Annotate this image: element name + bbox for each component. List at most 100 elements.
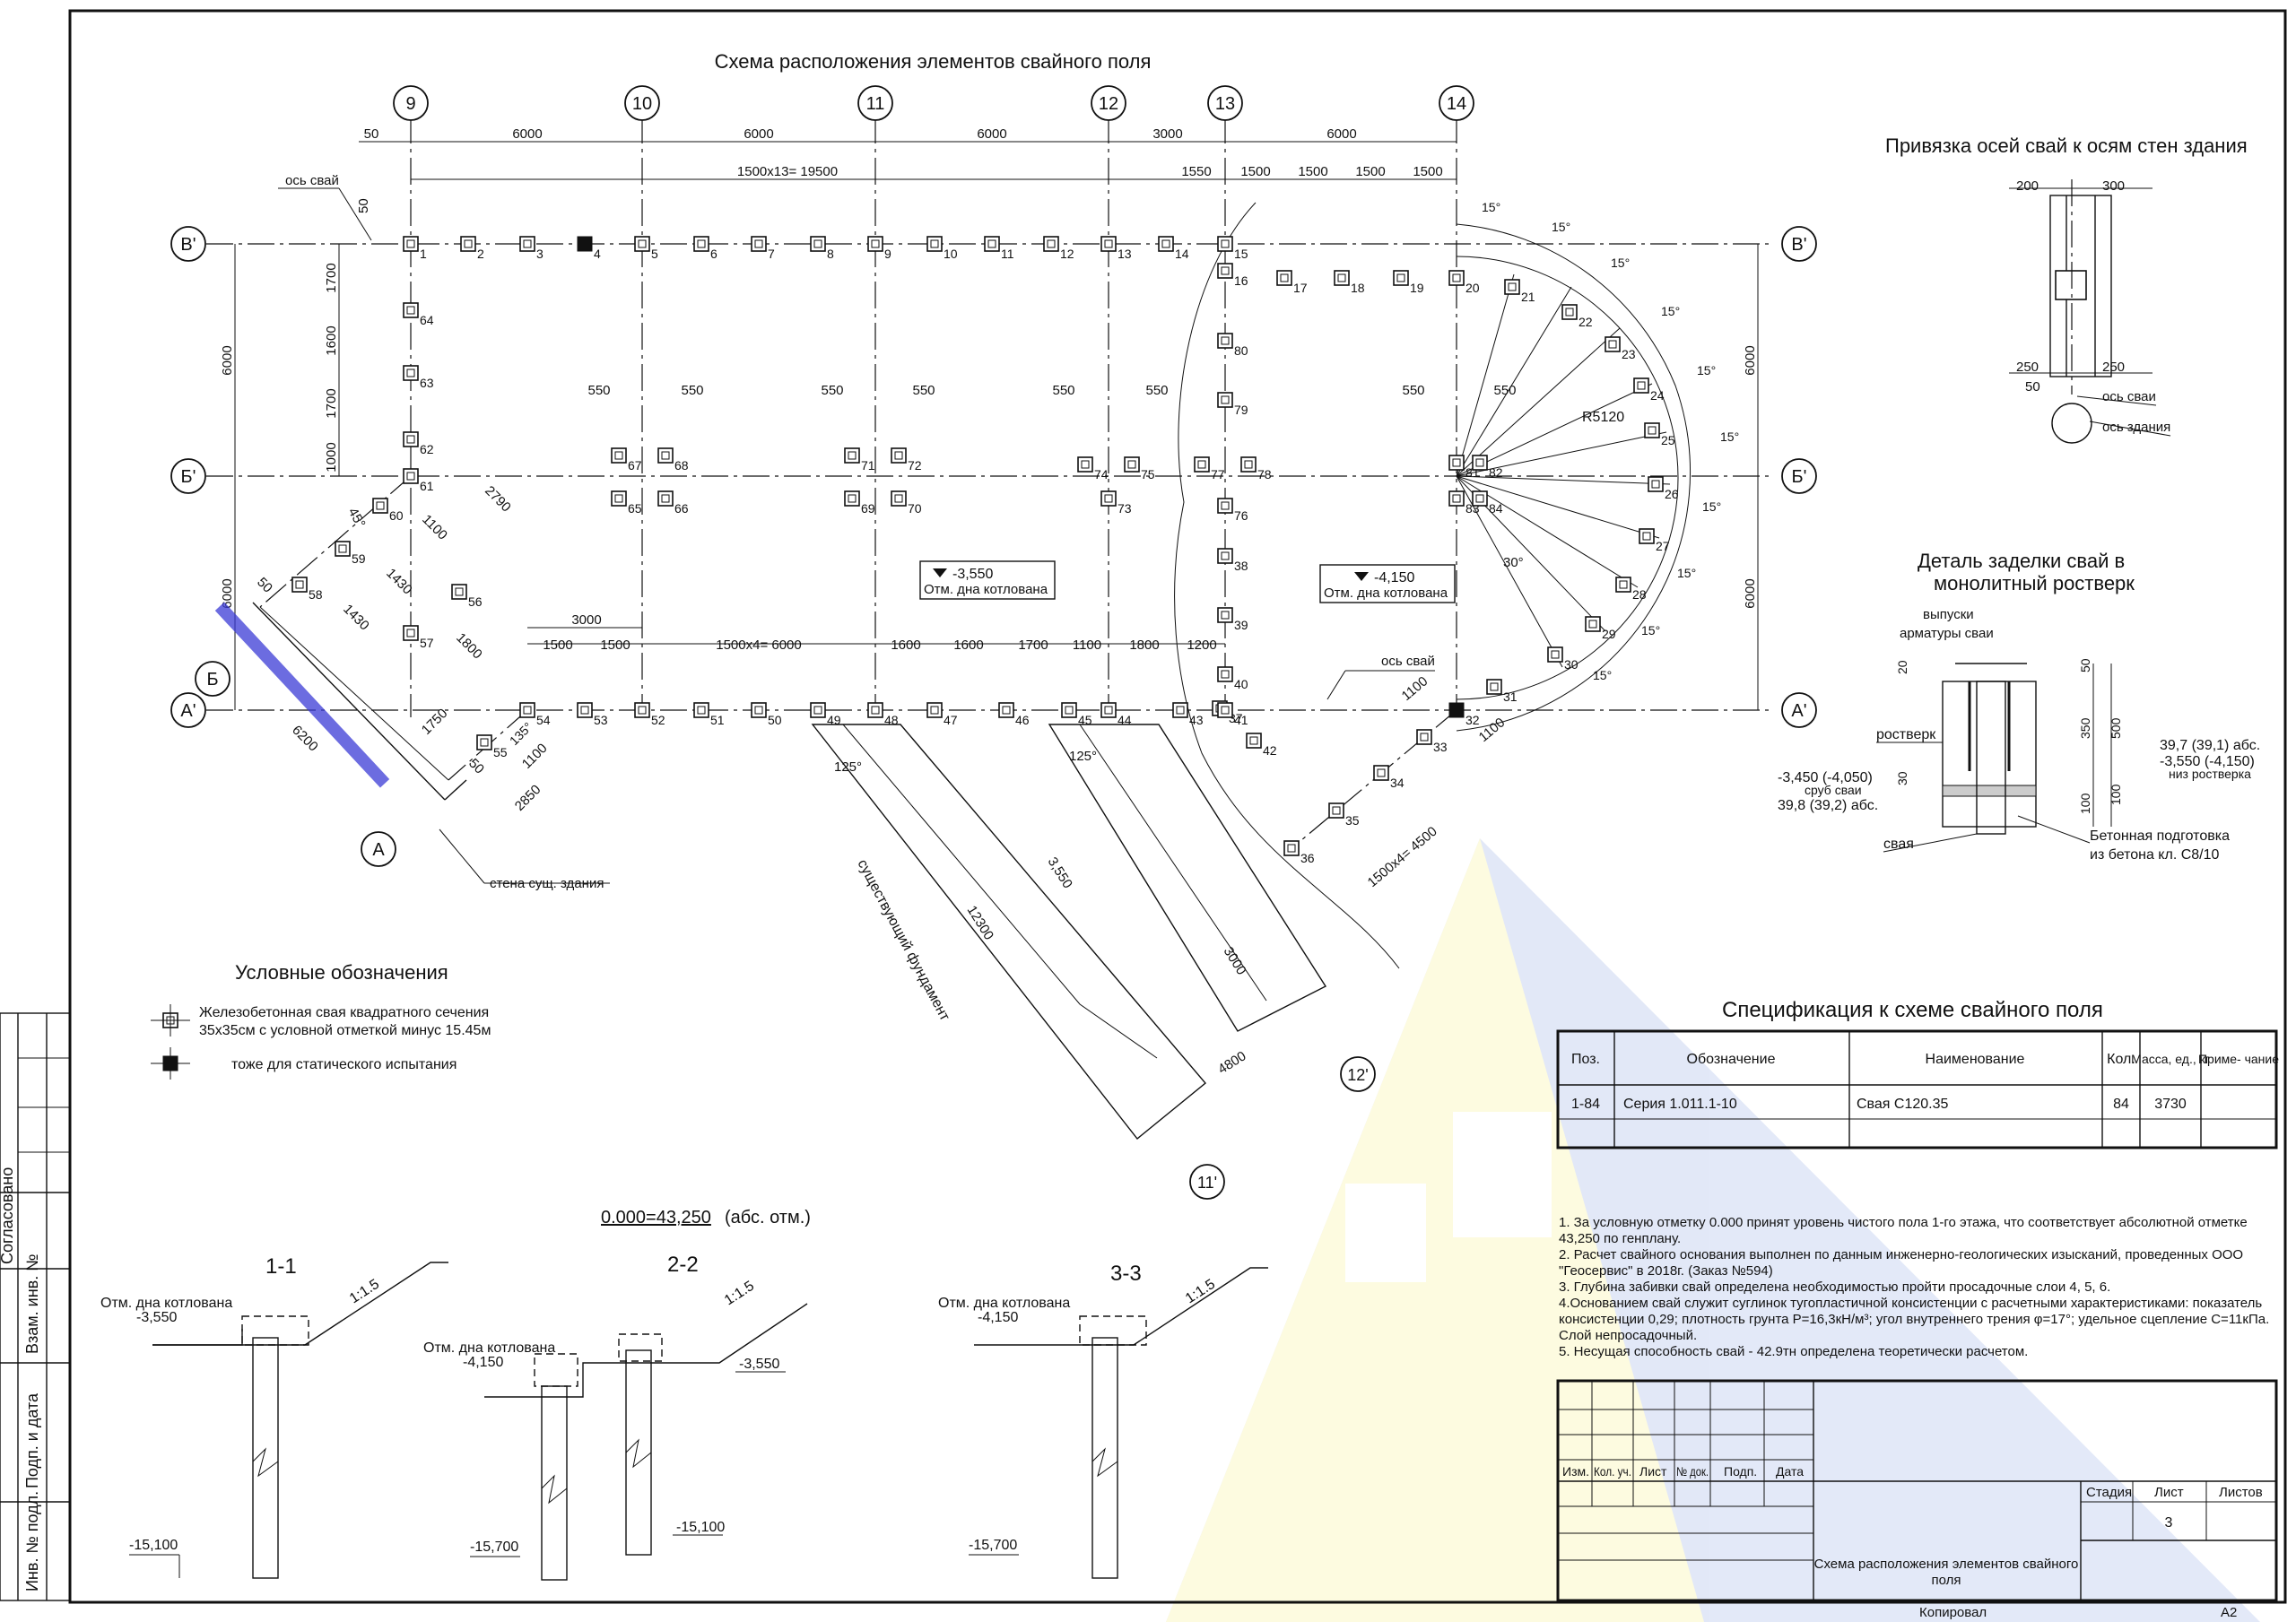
- pile-core-65: [614, 494, 623, 503]
- pile-61: [403, 468, 419, 484]
- pile-number-82: 82: [1489, 465, 1503, 480]
- plan-mark-2-value: -4,150: [1374, 570, 1414, 585]
- pile-number-56: 56: [468, 594, 483, 609]
- tb-data: Дата: [1776, 1464, 1804, 1479]
- pile-number-80: 80: [1234, 343, 1248, 358]
- tb-format: А2: [2221, 1605, 2237, 1620]
- legend-item-1b: 35x35см с условной отметкой минус 15.45м: [199, 1023, 491, 1038]
- tb-ndok: № док.: [1676, 1464, 1709, 1479]
- pile-number-64: 64: [420, 313, 434, 327]
- pile-84: [1472, 490, 1488, 507]
- pile-number-42: 42: [1263, 743, 1277, 758]
- pile-core-31: [1490, 682, 1499, 691]
- pile-core-11: [987, 239, 996, 248]
- arc-15-e: 15°: [1697, 363, 1716, 377]
- pile-core-83: [1452, 494, 1461, 503]
- dim-right-1: 6000: [1743, 345, 1758, 375]
- pile-24: [1633, 377, 1649, 394]
- note-3: "Геосервис" в 2018г. (Заказ №594): [1559, 1263, 1773, 1279]
- pile-core-44: [1104, 706, 1113, 715]
- note-1: 43,250 по генплану.: [1559, 1231, 1681, 1246]
- s1-slope: 1:1.5: [347, 1277, 382, 1307]
- binding-detail: Привязка осей свай к осям стен здания 20…: [1885, 134, 2248, 444]
- pile-core-40: [1221, 670, 1230, 679]
- axis-11: 11: [866, 94, 885, 114]
- axis-a-left: А': [180, 701, 196, 721]
- pile-core-13: [1104, 239, 1113, 248]
- pile-26: [1648, 476, 1664, 492]
- pile-number-34: 34: [1390, 776, 1405, 790]
- pile-core-28: [1619, 580, 1628, 589]
- arc-15-h: 15°: [1677, 566, 1696, 580]
- s2-slope: 1:1.5: [722, 1279, 757, 1309]
- pile-number-7: 7: [768, 247, 775, 261]
- pile-number-26: 26: [1665, 487, 1679, 501]
- pile-core-60: [376, 501, 385, 510]
- pile-core-72: [894, 451, 903, 460]
- embed-dim-50: 50: [2078, 658, 2092, 672]
- axis-bubbles-side: В' Б' А' Б А В' Б' А' 12' 11': [170, 226, 1817, 1200]
- pile-36: [1283, 840, 1300, 856]
- pile-number-67: 67: [628, 458, 642, 473]
- dim-b-3: 1500x4= 6000: [716, 638, 802, 653]
- strip-soglas: Согласовано: [0, 1167, 16, 1264]
- spec-h-prim: Приме- чание: [2198, 1052, 2279, 1066]
- pile-core-53: [580, 706, 589, 715]
- pile-core-51: [697, 706, 706, 715]
- embed-podgotovka-1: Бетонная подготовка: [2090, 828, 2230, 844]
- pile-core-82: [1475, 458, 1484, 467]
- note-6: консистенции 0,29; плотность грунта Р=16…: [1559, 1312, 2269, 1327]
- pile-number-18: 18: [1351, 281, 1365, 295]
- wing-dim-10: 50: [465, 756, 487, 777]
- found-125-b: 125°: [1069, 749, 1097, 764]
- main-title: Схема расположения элементов свайного по…: [715, 50, 1152, 73]
- s2-pit: Отм. дна котлована: [423, 1340, 555, 1356]
- pile-number-46: 46: [1015, 713, 1030, 727]
- pile-47: [926, 702, 943, 718]
- pile-65: [611, 490, 627, 507]
- arc-1100-a: 1100: [1399, 673, 1431, 704]
- span-c1: 550: [1052, 383, 1074, 398]
- pile-number-74: 74: [1094, 467, 1109, 481]
- s1-bottom: -15,100: [129, 1538, 178, 1553]
- bind-os-zdaniya: ось здания: [2102, 420, 2170, 435]
- pile-core-74: [1081, 460, 1090, 469]
- pile-66: [657, 490, 674, 507]
- pile-number-1: 1: [420, 247, 427, 261]
- span-a2: 550: [681, 383, 703, 398]
- pile-number-52: 52: [651, 713, 665, 727]
- embed-title-1: Деталь заделки свай в: [1918, 550, 2125, 572]
- tb-podp: Подп.: [1724, 1464, 1757, 1479]
- pile-9: [867, 236, 883, 252]
- pile-69: [844, 490, 860, 507]
- embed-svaya: свая: [1883, 837, 1914, 852]
- pile-23: [1605, 336, 1621, 352]
- pile-number-9: 9: [884, 247, 891, 261]
- pile-number-10: 10: [944, 247, 958, 261]
- pile-1: [403, 236, 419, 252]
- wing-dim-3: 1430: [340, 602, 372, 634]
- pile-7: [751, 236, 767, 252]
- pile-33: [1416, 729, 1432, 745]
- group-spans: 550 550 550 550 550 550 550 550: [587, 383, 1516, 398]
- found-label: существующий фундамент: [854, 857, 952, 1024]
- dim-top-5: 6000: [1326, 126, 1356, 142]
- embed-dim-100b: 100: [2109, 784, 2123, 805]
- pile-32: [1448, 702, 1465, 718]
- tb-copied: Копировал: [1919, 1605, 1987, 1620]
- pile-51: [693, 702, 709, 718]
- pile-number-33: 33: [1433, 740, 1448, 754]
- pile-number-20: 20: [1465, 281, 1480, 295]
- s2-name: 2-2: [667, 1253, 699, 1277]
- pile-core-2: [464, 239, 473, 248]
- pile-core-39: [1221, 611, 1230, 620]
- span-d1: 550: [1402, 383, 1424, 398]
- embed-mark-left: -3,450 (-4,050): [1778, 770, 1873, 785]
- spec-title: Спецификация к схеме свайного поля: [1722, 998, 2103, 1022]
- axis-11-prime: 11': [1197, 1174, 1217, 1192]
- pile-number-24: 24: [1650, 388, 1665, 403]
- pile-core-19: [1396, 273, 1405, 282]
- pile-core-43: [1176, 706, 1185, 715]
- pile-number-47: 47: [944, 713, 958, 727]
- pile-70: [891, 490, 907, 507]
